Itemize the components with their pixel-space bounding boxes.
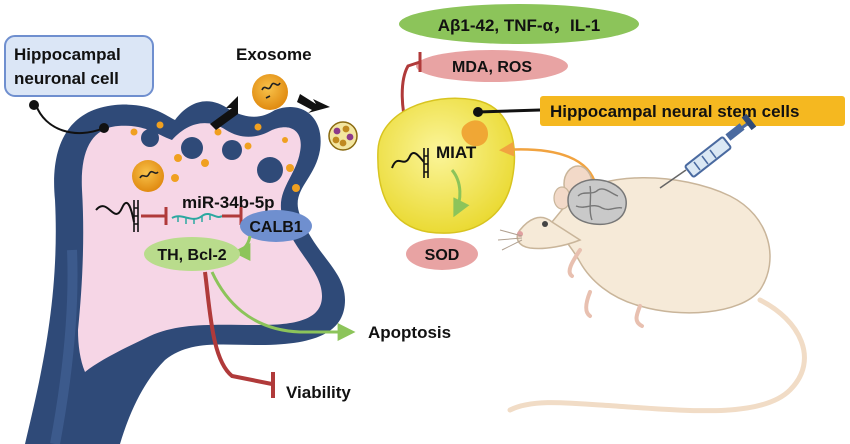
stimuli-pill: Aβ1-42, TNF-α，IL-1	[399, 4, 639, 44]
exosome-label: Exosome	[236, 45, 312, 64]
synapse-knob	[141, 129, 159, 147]
pointer-line	[35, 104, 105, 135]
hippocampal-label-line1: Hippocampal	[14, 45, 121, 64]
stimuli-label: Aβ1-42, TNF-α，IL-1	[438, 16, 601, 35]
mouse-icon	[497, 165, 807, 414]
hippocampal-label-line2: neuronal cell	[14, 69, 119, 88]
exosome-icon	[252, 74, 288, 110]
viability-label: Viability	[286, 383, 351, 402]
th-bcl2-label: TH, Bcl-2	[157, 247, 226, 264]
stem-cell	[377, 97, 516, 234]
exosome-cluster-icon	[328, 121, 358, 151]
hippocampal-neuronal-cell-label: Hippocampal neuronal cell	[4, 35, 154, 97]
internal-exosome-icon	[132, 160, 164, 192]
vesicles	[130, 121, 300, 192]
synapse-knob	[181, 137, 203, 159]
mda-ros-label: MDA, ROS	[452, 59, 532, 76]
calb1-label: CALB1	[249, 219, 302, 236]
apoptosis-arrow	[210, 271, 356, 341]
mirna-strand-icon	[171, 213, 223, 224]
arrow-icon	[210, 96, 238, 130]
mirna-label: miR-34b-5p	[182, 193, 275, 212]
sod-label: SOD	[425, 247, 460, 264]
miat-rna-icon	[391, 148, 429, 178]
viability-inhibit-line	[203, 271, 273, 386]
miat-label: MIAT	[436, 143, 477, 162]
mda-ros-pill: MDA, ROS	[416, 50, 568, 82]
apoptosis-label: Apoptosis	[368, 323, 451, 342]
calb1-node: CALB1	[240, 210, 312, 242]
brain-icon	[567, 178, 627, 226]
rna-strand-icon	[95, 200, 139, 232]
synapse-knob	[257, 157, 283, 183]
arrow-icon	[297, 94, 330, 113]
syringe-icon	[659, 113, 757, 189]
stem-cells-label-box: Hippocampal neural stem cells	[540, 96, 845, 126]
th-bcl2-node: TH, Bcl-2	[144, 237, 240, 271]
synapse-knob	[222, 140, 242, 160]
stem-cells-label: Hippocampal neural stem cells	[550, 102, 799, 121]
sod-pill: SOD	[406, 238, 478, 270]
orange-link-arrow	[499, 141, 598, 187]
